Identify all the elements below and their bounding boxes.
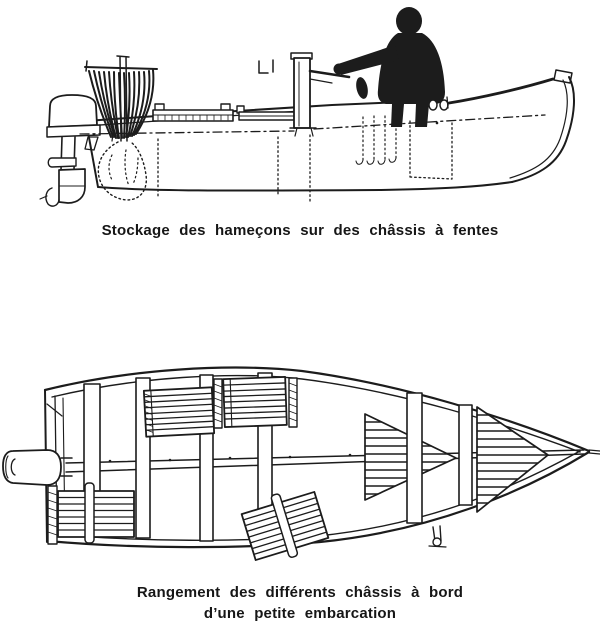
figure2-caption-line1: Rangement des différents châssis à bord: [136, 584, 464, 601]
bow-slatted-frames: [364, 406, 549, 513]
figure2-caption: Rangement des différents châssis à bord …: [0, 582, 600, 624]
outboard-motor-top-view: [2, 449, 73, 486]
hidden-lines: [79, 114, 546, 203]
figure2-caption-line2: d’une petite embarcation: [203, 605, 397, 622]
steering-console: [258, 52, 351, 137]
boat-side-view-drawing: [39, 7, 576, 207]
figure-frame-stowage-top-view: [0, 352, 600, 580]
gunwale-eyelets: [428, 96, 449, 111]
outboard-motor: [39, 94, 101, 207]
edge-on-frame-strips: [47, 377, 298, 545]
boat-top-view-drawing: [2, 366, 600, 561]
gunwale-cleat: [428, 525, 447, 548]
figure-hook-storage-side-view: [0, 0, 600, 218]
slotted-frame-b: [222, 376, 288, 428]
slotted-rack-left: [152, 103, 234, 122]
slotted-frame-d: [240, 491, 330, 561]
slotted-frame-c: [57, 482, 135, 544]
figure1-caption: Stockage des hameçons sur des châssis à …: [101, 222, 499, 239]
hull-side-profile: [85, 69, 576, 192]
fisherman-silhouette: [333, 7, 445, 127]
slotted-frame-a: [142, 386, 216, 438]
